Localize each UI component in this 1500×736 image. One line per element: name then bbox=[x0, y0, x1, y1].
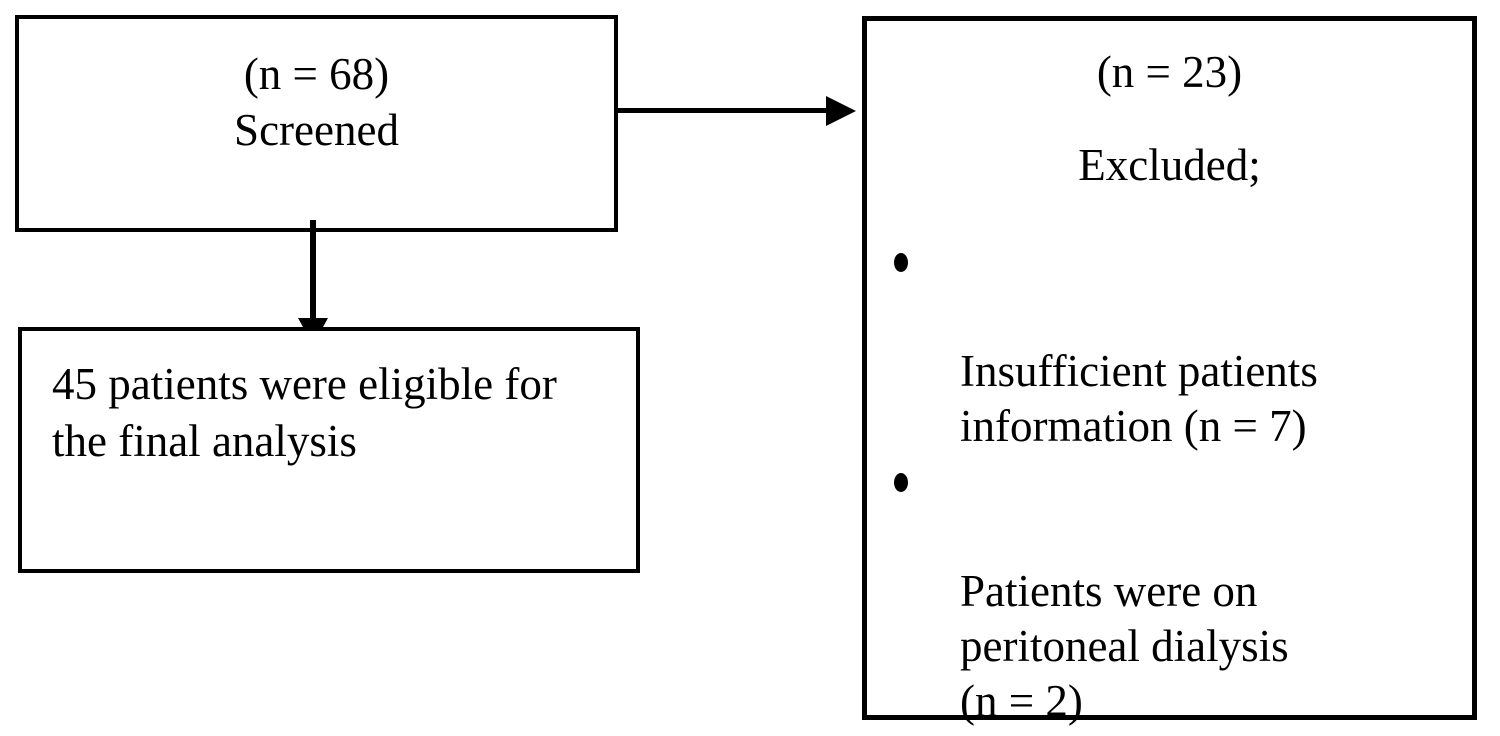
eligible-box-text: 45 patients were eligible for the final … bbox=[52, 359, 557, 466]
eligible-box: 45 patients were eligible for the final … bbox=[18, 327, 640, 573]
excluded-reason-text: Insufficient patients information (n = 7… bbox=[960, 346, 1318, 451]
excluded-reason-item: Patients were on peritoneal dialysis (n … bbox=[867, 454, 1472, 729]
bullet-dot-icon bbox=[894, 253, 908, 272]
arrow-right-line bbox=[618, 108, 828, 113]
excluded-box: (n = 23) Excluded; Insufficient patients… bbox=[862, 16, 1477, 726]
excluded-reason-item: Loss of follow up (n = 14) bbox=[867, 729, 1472, 736]
excluded-count: (n = 23) bbox=[1096, 47, 1243, 97]
screened-box: (n = 68) Screened bbox=[15, 15, 618, 232]
arrow-down-line bbox=[310, 220, 316, 320]
excluded-reasons-list: Insufficient patients information (n = 7… bbox=[867, 234, 1472, 736]
excluded-reason-item: Insufficient patients information (n = 7… bbox=[867, 234, 1472, 454]
arrow-right-head bbox=[826, 96, 856, 126]
screened-label: Screened bbox=[234, 105, 399, 155]
bullet-dot-icon bbox=[894, 473, 908, 492]
excluded-reason-text: Patients were on peritoneal dialysis (n … bbox=[960, 566, 1289, 726]
excluded-heading: Excluded; bbox=[1078, 140, 1261, 190]
screened-box-text: (n = 68) Screened bbox=[19, 19, 614, 158]
screened-count: (n = 68) bbox=[243, 49, 390, 99]
